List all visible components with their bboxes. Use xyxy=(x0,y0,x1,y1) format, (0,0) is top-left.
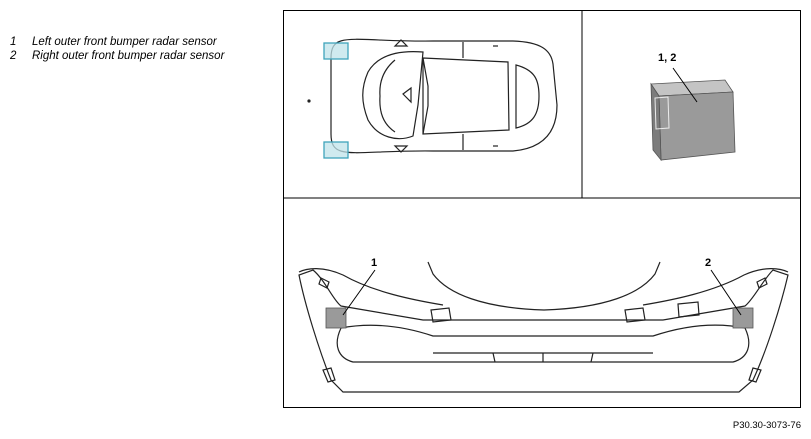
diagram-frame: 1, 2 1 2 xyxy=(283,10,801,408)
label-bumper-right: 2 xyxy=(705,257,711,269)
legend-text: Right outer front bumper radar sensor xyxy=(32,50,225,62)
label-bumper-left: 1 xyxy=(371,257,377,269)
callout-line-sensor xyxy=(672,67,698,103)
legend-item-1: 1 Left outer front bumper radar sensor xyxy=(10,35,224,49)
legend-number: 2 xyxy=(10,50,17,62)
bumper-sensor-right xyxy=(732,307,754,329)
legend-text: Left outer front bumper radar sensor xyxy=(32,36,217,48)
hood-ornament-dot xyxy=(307,99,311,103)
sensor-highlight-left xyxy=(323,42,349,60)
legend-item-2: 2 Right outer front bumper radar sensor xyxy=(10,49,224,63)
callout-line-left xyxy=(342,269,376,316)
car-top-view xyxy=(330,38,558,154)
callout-line-right xyxy=(710,269,742,316)
label-sensor-module: 1, 2 xyxy=(658,52,676,64)
sensor-highlight-right xyxy=(323,141,349,159)
legend: 1 Left outer front bumper radar sensor 2… xyxy=(10,35,224,63)
front-bumper xyxy=(298,261,789,393)
bumper-sensor-left xyxy=(325,307,347,329)
radar-sensor-unit xyxy=(650,79,736,162)
reference-code: P30.30-3073-76 xyxy=(732,420,801,431)
frame-border xyxy=(283,10,801,408)
legend-number: 1 xyxy=(10,36,17,48)
